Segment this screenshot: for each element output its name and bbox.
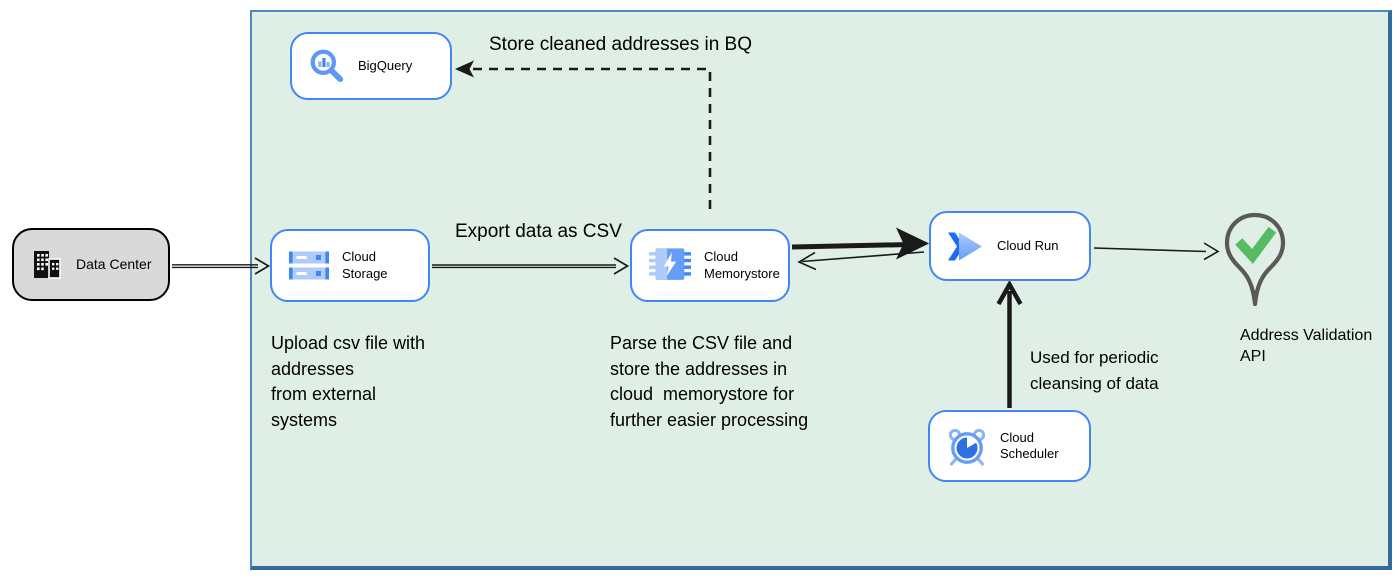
- cloud-run-icon: [948, 231, 984, 262]
- node-label: Data Center: [76, 255, 152, 272]
- node-cloud-run[interactable]: Cloud Run: [929, 211, 1091, 281]
- label-periodic-cleansing: Used for periodic cleansing of data: [1030, 348, 1159, 394]
- label-export-csv: Export data as CSV: [455, 221, 622, 242]
- cloud-scheduler-icon: [947, 427, 987, 466]
- node-label: BigQuery: [358, 57, 413, 73]
- location-pin-check-icon: [1222, 210, 1288, 310]
- node-cloud-storage[interactable]: Cloud Storage: [270, 229, 430, 302]
- address-validation-pin[interactable]: [1222, 210, 1288, 315]
- cloud-boundary-container[interactable]: [250, 10, 1392, 570]
- node-label: Cloud Scheduler: [1000, 429, 1059, 461]
- annotation-parse-csv: Parse the CSV file and store the address…: [610, 333, 809, 430]
- bigquery-icon: [309, 48, 345, 84]
- node-label: Cloud Memorystore: [704, 249, 780, 281]
- annotation-upload-csv: Upload csv file with addresses from exte…: [271, 333, 426, 430]
- node-cloud-scheduler[interactable]: Cloud Scheduler: [928, 410, 1091, 482]
- node-data-center[interactable]: Data Center: [12, 228, 170, 301]
- data-center-icon: [31, 250, 63, 280]
- cloud-memorystore-icon: [649, 248, 691, 283]
- cloud-storage-icon: [289, 251, 329, 280]
- label-store-cleaned-bq: Store cleaned addresses in BQ: [489, 34, 752, 55]
- node-label: Cloud Run: [997, 237, 1059, 253]
- node-cloud-memorystore[interactable]: Cloud Memorystore: [630, 229, 790, 302]
- node-bigquery[interactable]: BigQuery: [290, 32, 452, 100]
- address-validation-label: Address Validation API: [1240, 327, 1373, 365]
- node-label: Cloud Storage: [342, 249, 388, 281]
